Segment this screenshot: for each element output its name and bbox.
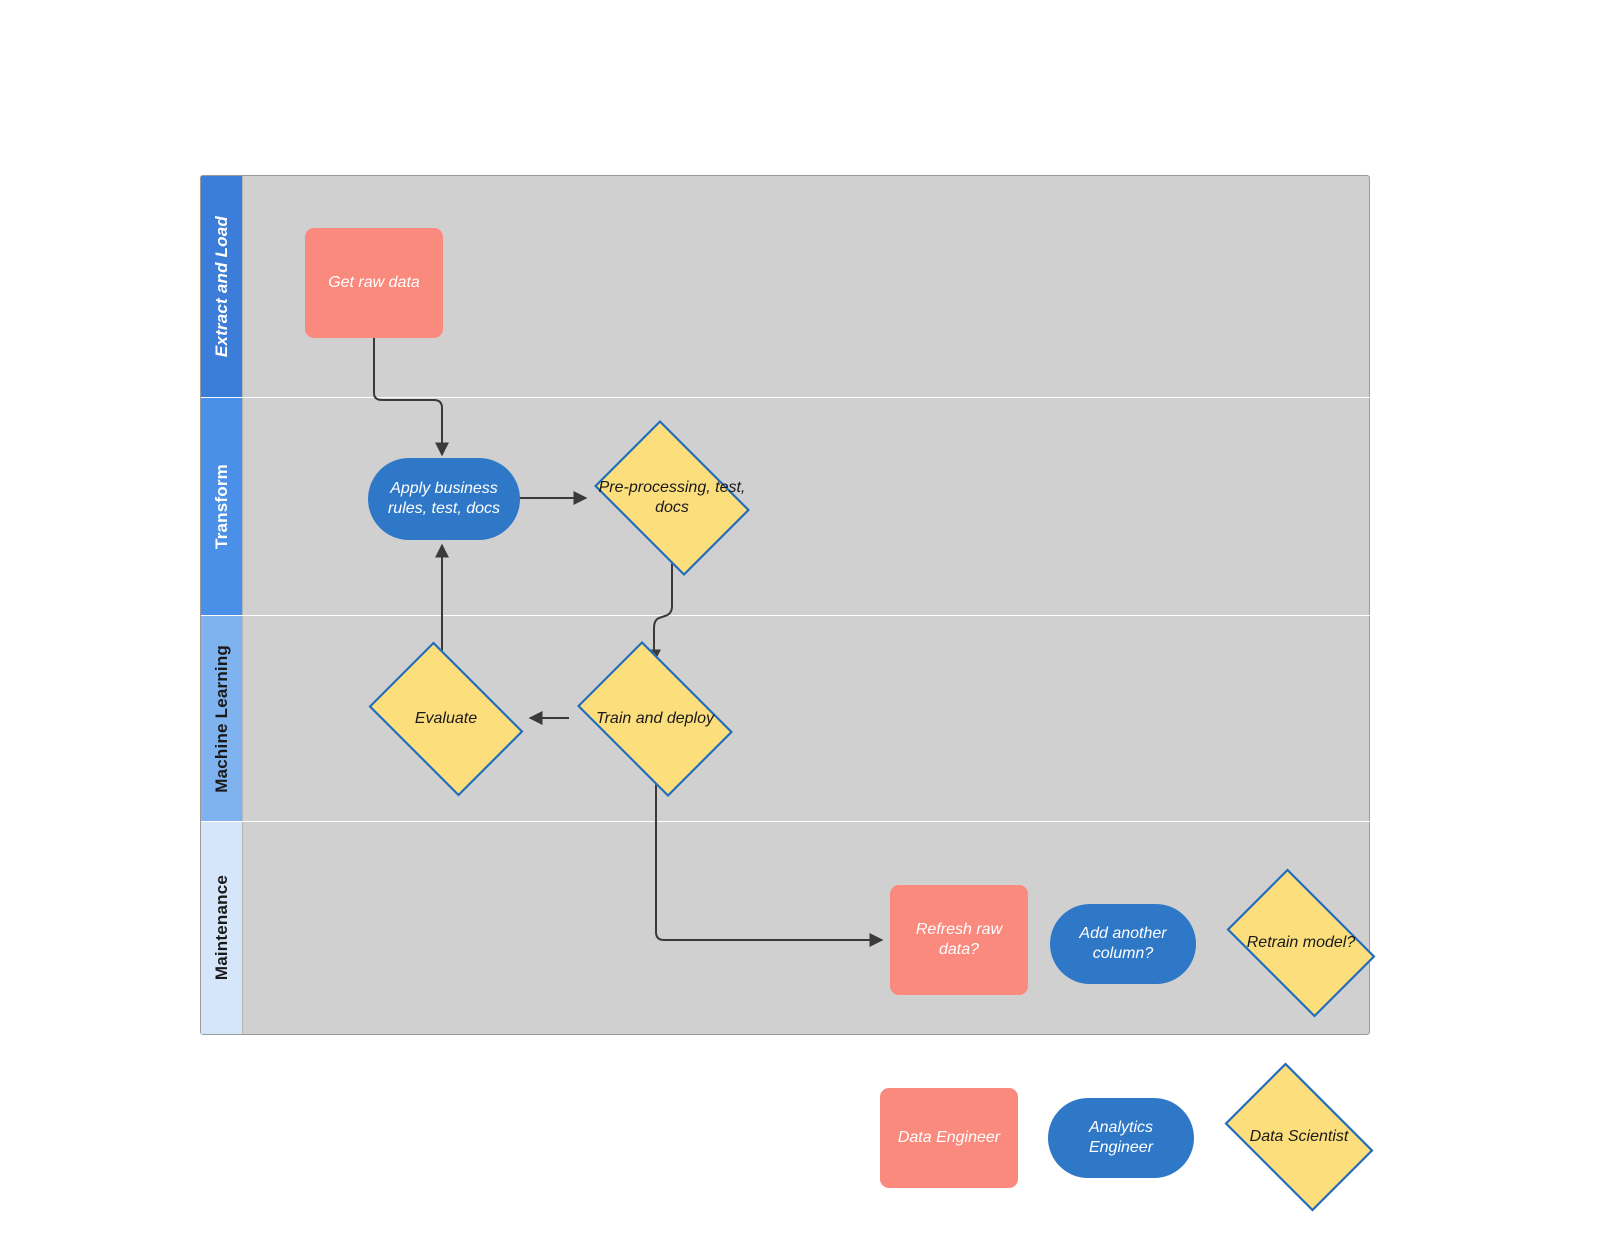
lane-maintenance: Maintenance — [201, 822, 1371, 1034]
node-refresh-raw-data[interactable]: Refresh raw data? — [890, 885, 1028, 995]
lane-label-maintenance: Maintenance — [211, 875, 231, 981]
legend-item-analytics-engineer[interactable]: Analytics Engineer — [1048, 1098, 1194, 1178]
lane-label-extract-and-load: Extract and Load — [211, 215, 231, 358]
node-label-retrain-model: Retrain model? — [1246, 934, 1356, 952]
lane-header-machine-learning: Machine Learning — [201, 616, 243, 821]
legend-item-data-engineer[interactable]: Data Engineer — [880, 1088, 1018, 1188]
lane-label-transform: Transform — [211, 464, 231, 549]
node-pre-processing[interactable]: Pre-processing, test, docs — [582, 420, 762, 576]
node-label-refresh-raw-data: Refresh raw data? — [915, 921, 1003, 958]
legend-item-data-scientist[interactable]: Data Scientist — [1211, 1062, 1387, 1212]
lane-header-maintenance: Maintenance — [201, 822, 243, 1034]
legend: Data Engineer Analytics Engineer Data Sc… — [880, 1062, 1374, 1212]
lane-header-extract-and-load: Extract and Load — [201, 176, 243, 397]
node-retrain-model[interactable]: Retrain model? — [1213, 868, 1389, 1018]
node-label-evaluate: Evaluate — [414, 710, 478, 728]
lane-body-maintenance — [243, 822, 1371, 1034]
node-add-another-column[interactable]: Add another column? — [1050, 904, 1196, 984]
lane-extract-and-load: Extract and Load — [201, 176, 1371, 398]
node-label-pre-processing: Pre-processing, test, docs — [598, 479, 746, 516]
node-apply-business[interactable]: Apply business rules, test, docs — [368, 458, 520, 540]
lane-header-transform: Transform — [201, 398, 243, 615]
lane-transform: Transform — [201, 398, 1371, 616]
node-train-and-deploy[interactable]: Train and deploy — [564, 641, 746, 797]
node-label-apply-business: Apply business rules, test, docs — [387, 480, 501, 517]
node-label-get-raw-data: Get raw data — [328, 274, 420, 292]
legend-label-analytics-engineer: Analytics Engineer — [1088, 1119, 1154, 1156]
lane-label-machine-learning: Machine Learning — [211, 644, 231, 793]
legend-label-data-scientist: Data Scientist — [1249, 1128, 1349, 1146]
node-evaluate[interactable]: Evaluate — [356, 641, 536, 797]
node-label-train-and-deploy: Train and deploy — [596, 710, 714, 728]
legend-label-data-engineer: Data Engineer — [897, 1129, 1001, 1147]
node-label-add-another-column: Add another column? — [1079, 925, 1167, 962]
node-get-raw-data[interactable]: Get raw data — [305, 228, 443, 338]
